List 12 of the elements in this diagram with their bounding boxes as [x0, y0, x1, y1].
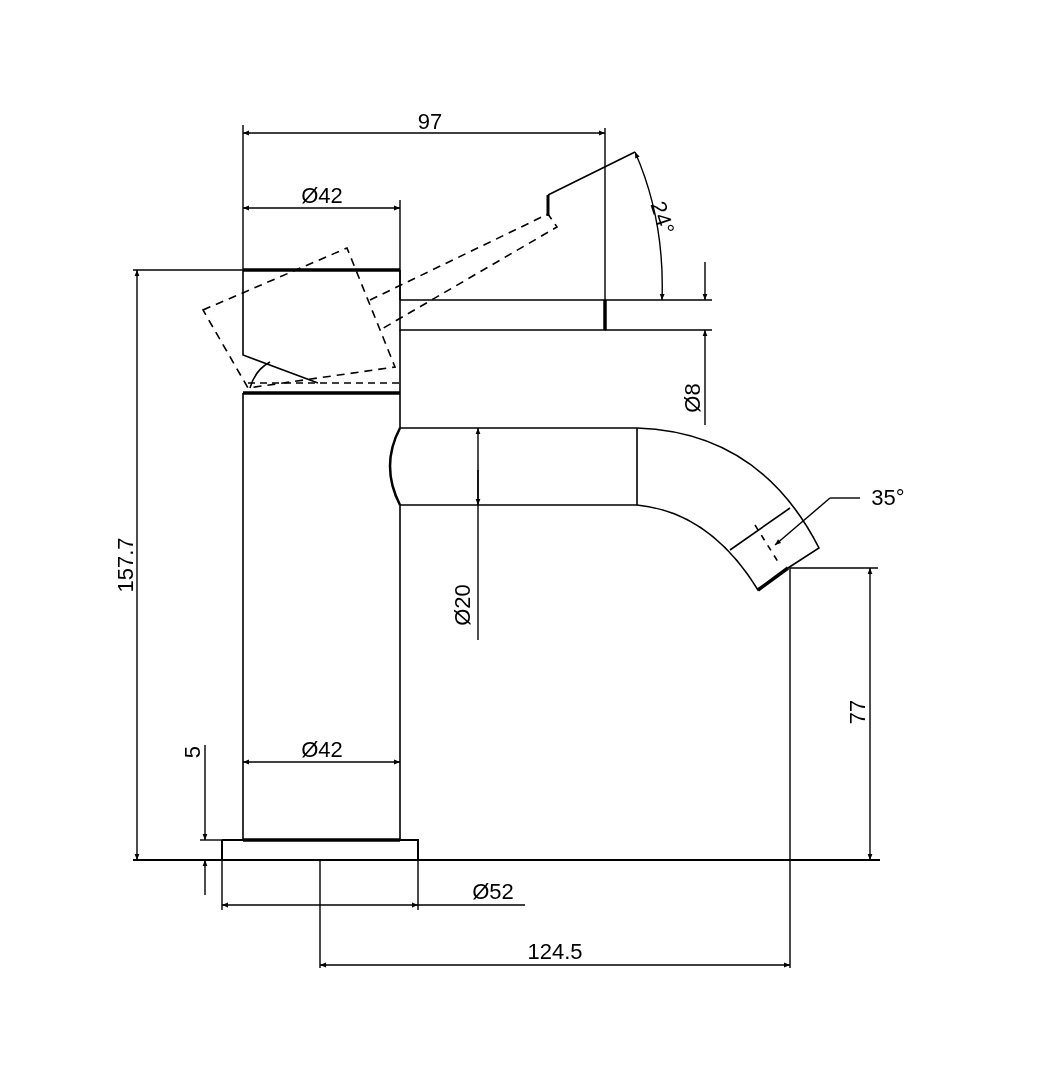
dimension-label: Ø42 — [301, 185, 343, 207]
dimension-label: 157.7 — [115, 537, 137, 593]
dimension-label: Ø52 — [472, 881, 514, 903]
dimension-label: Ø42 — [301, 739, 343, 761]
dimension-label: 5 — [182, 745, 204, 759]
dimension-label: 24° — [646, 198, 678, 238]
dimension-label: 97 — [417, 111, 443, 133]
dimension-label: 35° — [871, 487, 905, 509]
dimension-label: Ø8 — [682, 383, 704, 413]
dimension-label: Ø20 — [452, 584, 474, 626]
dimension-label: 77 — [847, 699, 869, 725]
dimension-label: 124.5 — [527, 941, 583, 963]
